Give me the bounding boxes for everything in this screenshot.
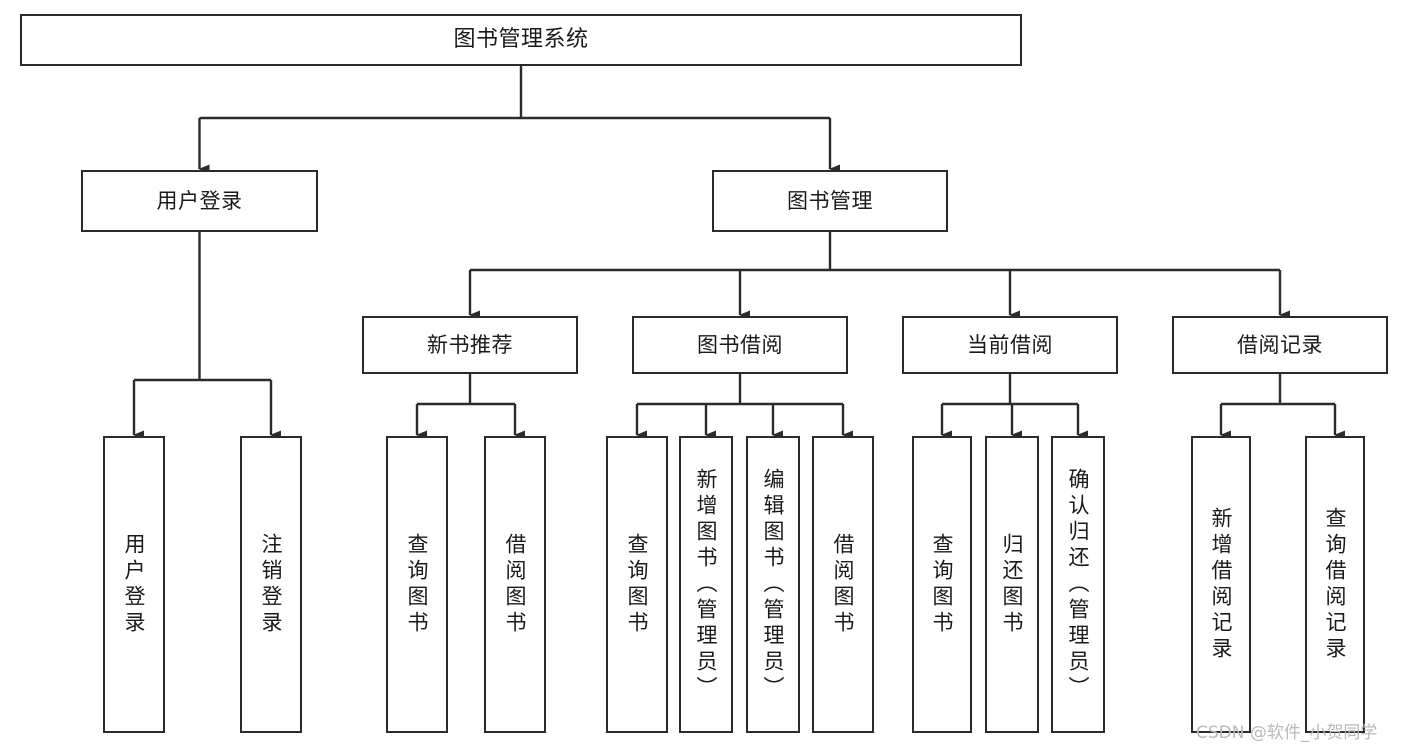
node-label-root: 图书管理系统 [453,27,589,53]
node-label-leaf-borrow-borrow-book: 借阅图书 [831,532,856,637]
node-label-leaf-user-logout: 注销登录 [259,532,284,637]
node-leaf-user-logout[interactable]: 注销登录 [240,436,302,733]
node-label-new-book-rec: 新书推荐 [427,332,513,357]
node-label-leaf-borrow-edit-book: 编辑图书（管理员） [761,467,786,702]
node-label-current-borrow: 当前借阅 [967,332,1053,357]
node-label-leaf-cur-return-book: 归还图书 [1000,532,1025,637]
node-leaf-rec-borrow-book[interactable]: 借阅图书 [484,436,546,733]
node-label-leaf-user-login: 用户登录 [122,532,147,637]
csdn-watermark: CSDN @软件_小贺同学 [1196,723,1378,743]
node-label-leaf-borrow-add-book: 新增图书（管理员） [694,467,719,702]
node-label-borrow-record: 借阅记录 [1237,332,1323,357]
node-label-leaf-rec-query-book: 查询图书 [405,532,430,637]
node-current-borrow[interactable]: 当前借阅 [902,316,1118,374]
node-book-borrow[interactable]: 图书借阅 [632,316,848,374]
node-label-leaf-rec-borrow-book: 借阅图书 [503,532,528,637]
node-leaf-rec-query-book[interactable]: 查询图书 [386,436,448,733]
node-borrow-record[interactable]: 借阅记录 [1172,316,1388,374]
node-leaf-rec-query-record[interactable]: 查询借阅记录 [1305,436,1365,733]
node-label-leaf-rec-query-record: 查询借阅记录 [1323,506,1348,663]
node-root[interactable]: 图书管理系统 [20,14,1022,66]
node-label-leaf-cur-confirm-return: 确认归还（管理员） [1066,467,1091,702]
node-label-leaf-rec-add-record: 新增借阅记录 [1209,506,1234,663]
node-label-leaf-borrow-query-book: 查询图书 [625,532,650,637]
node-label-book-borrow: 图书借阅 [697,332,783,357]
node-leaf-cur-query-book[interactable]: 查询图书 [912,436,972,733]
node-label-leaf-cur-query-book: 查询图书 [930,532,955,637]
node-label-book-manage: 图书管理 [787,188,873,213]
node-label-user-login: 用户登录 [156,188,243,213]
node-book-manage[interactable]: 图书管理 [712,170,948,232]
node-leaf-borrow-borrow-book[interactable]: 借阅图书 [812,436,874,733]
node-leaf-borrow-query-book[interactable]: 查询图书 [606,436,668,733]
node-leaf-cur-return-book[interactable]: 归还图书 [985,436,1039,733]
node-leaf-cur-confirm-return[interactable]: 确认归还（管理员） [1051,436,1105,733]
node-user-login[interactable]: 用户登录 [81,170,318,232]
node-new-book-rec[interactable]: 新书推荐 [362,316,578,374]
node-leaf-rec-add-record[interactable]: 新增借阅记录 [1191,436,1251,733]
node-leaf-user-login[interactable]: 用户登录 [103,436,165,733]
node-leaf-borrow-edit-book[interactable]: 编辑图书（管理员） [746,436,800,733]
node-leaf-borrow-add-book[interactable]: 新增图书（管理员） [679,436,733,733]
